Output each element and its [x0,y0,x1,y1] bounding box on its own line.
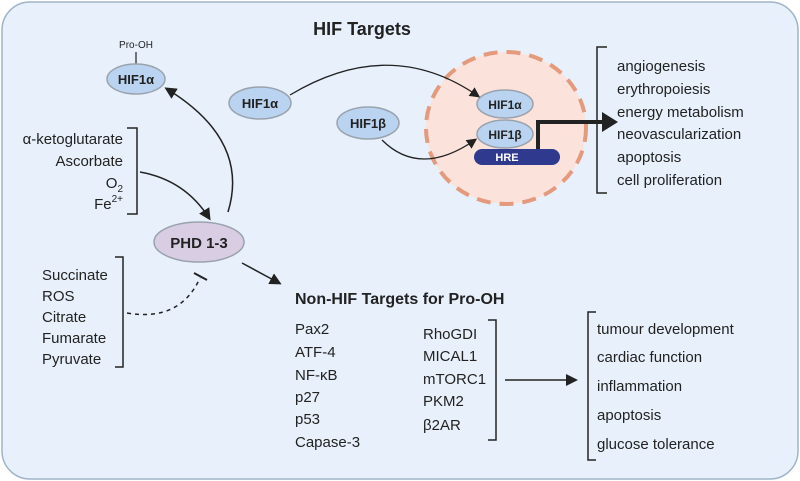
hif-outcome: apoptosis [617,149,681,166]
cofactor-o2-subscript: 2 [117,184,123,195]
non-hif-title: Non-HIF Targets for Pro-OH [295,291,504,308]
nucleus-hif1b-node [476,119,534,149]
cofactor-o: O [106,175,118,192]
inhibitors-bracket [115,256,124,368]
hif1a-to-nucleus-arrow [289,64,481,98]
non-hif-outcomes-list: tumour development cardiac function infl… [597,321,735,453]
hif1b-to-nucleus-arrow [381,138,478,160]
nucleus-hif1a-label: HIF1α [488,98,522,112]
nucleus-hif1b-label: HIF1β [488,128,521,142]
hif1a-hydroxylated-node [106,63,166,95]
non-hif-target: Capase-3 [295,434,360,451]
hre-label: HRE [495,152,518,164]
hif-outcome: angiogenesis [617,58,705,75]
cofactor-fe-base: Fe [94,196,112,213]
pro-oh-label: Pro-OH [119,40,153,51]
inhibition-bar [193,272,208,281]
cofactor: α-ketoglutarate [23,131,123,148]
non-hif-target: mTORC1 [423,371,486,388]
non-hif-outcome: cardiac function [597,349,702,366]
hif-outcomes-bracket [596,46,607,194]
hydroxylation-arrow [164,87,234,213]
hif1a-hydroxylated-label: HIF1α [118,72,154,87]
hre-output-arrowhead [602,112,618,132]
inhibitor: Pyruvate [42,351,101,368]
non-hif-target: NF-κB [295,367,338,384]
non-hif-target: PKM2 [423,393,464,410]
cofactors-list: α-ketoglutarate Ascorbate O2 Fe2+ [23,131,124,213]
cofactors-to-phd-arrow [139,171,211,221]
phd-node [153,221,245,263]
non-hif-outcome: tumour development [597,321,735,338]
non-hif-outcome: inflammation [597,378,682,395]
non-hif-col1: Pax2 ATF-4 NF-κB p27 p53 Capase-3 [295,321,360,451]
non-hif-target: ATF-4 [295,344,336,361]
non-hif-target: β2AR [423,417,461,434]
non-hif-outcomes-bracket [587,311,596,461]
phd-to-non-hif-arrow [241,262,282,285]
cofactor-o2: O2 [106,175,124,195]
non-hif-target: MICAL1 [423,348,477,365]
hif1b-label: HIF1β [350,116,386,131]
inhibitor: Citrate [42,309,86,326]
inhibitor: Succinate [42,267,108,284]
title: HIF Targets [313,19,411,39]
non-hif-col2: RhoGDI MICAL1 mTORC1 PKM2 β2AR [423,326,486,434]
hre-output-arrow [536,120,604,149]
non-hif-target: p53 [295,411,320,428]
hif1a-label: HIF1α [242,96,278,111]
hif-outcome: energy metabolism [617,104,744,121]
non-hif-target: Pax2 [295,321,329,338]
hif-outcome: cell proliferation [617,172,722,189]
non-hif-target: RhoGDI [423,326,477,343]
non-hif-outcome: glucose tolerance [597,436,715,453]
hif-outcome: erythropoiesis [617,81,710,98]
hif1b-node [336,106,400,140]
hre-box [474,149,560,165]
cofactor-fe-superscript: 2+ [112,194,124,205]
non-hif-outcome: apoptosis [597,407,661,424]
non-hif-col2-bracket [488,319,497,441]
nucleus-hif1a-node [476,89,534,119]
non-hif-target: p27 [295,389,320,406]
cofactor: Ascorbate [55,153,123,170]
inhibitor: ROS [42,288,75,305]
hif-outcome: neovascularization [617,126,741,143]
phd-label: PHD 1-3 [170,235,228,252]
inhibitors-list: Succinate ROS Citrate Fumarate Pyruvate [42,267,108,368]
inhibitor: Fumarate [42,330,106,347]
inhibition-line [126,277,201,316]
cofactor-fe: Fe2+ [94,194,123,213]
hif-outcomes-list: angiogenesis erythropoiesis energy metab… [617,58,744,189]
cofactors-bracket [127,127,138,215]
hif1a-node [228,86,292,120]
